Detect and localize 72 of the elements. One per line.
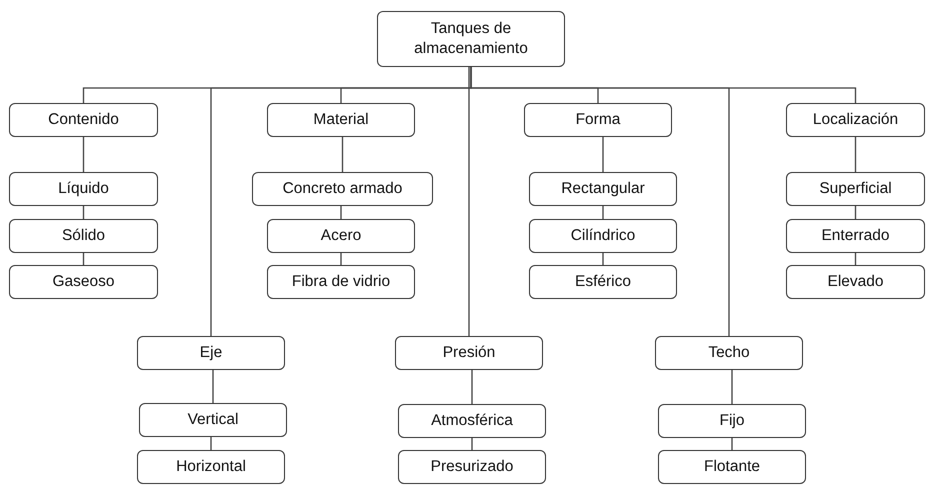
node-label: Concreto armado	[282, 178, 402, 199]
node-label: Material	[313, 110, 369, 130]
category-box	[9, 265, 158, 299]
node-label: Acero	[320, 226, 362, 246]
category-box	[658, 404, 806, 438]
node-label: Techo	[708, 342, 750, 363]
connector-line	[212, 370, 214, 403]
category-box	[529, 265, 677, 299]
category-box	[267, 265, 415, 299]
category-box	[398, 404, 546, 438]
category-box	[267, 103, 415, 137]
category-box	[267, 219, 415, 253]
node-label: Forma	[576, 110, 620, 130]
connector-line	[854, 206, 856, 219]
node-label: Líquido	[58, 178, 109, 199]
node-label: Contenido	[48, 110, 119, 130]
node-label: Rectangular	[561, 178, 645, 199]
category-box	[9, 172, 158, 206]
connector-line	[342, 137, 344, 172]
node-label: Vertical	[188, 410, 238, 430]
category-box	[395, 336, 543, 370]
node-label: Eje	[200, 342, 222, 363]
node-label: Cilíndrico	[570, 226, 636, 246]
node-label: Gaseoso	[52, 272, 115, 292]
node-label: Presurizado	[430, 456, 514, 477]
category-box	[398, 450, 546, 484]
node-label: Elevado	[827, 272, 884, 292]
connector-line	[602, 253, 604, 265]
connector-line	[82, 253, 84, 265]
connector-line	[340, 206, 342, 219]
connector-line	[731, 438, 733, 450]
node-label: Sólido	[62, 226, 106, 246]
category-box	[9, 103, 158, 137]
node-label: Atmosférica	[431, 410, 513, 431]
category-box	[529, 219, 677, 253]
category-box	[529, 172, 677, 206]
node-label: Fibra de vidrio	[292, 272, 390, 292]
root-box	[377, 11, 565, 67]
category-box	[786, 172, 925, 206]
connector-line	[340, 253, 342, 265]
node-label: Superficial	[819, 178, 892, 199]
node-label: Flotante	[704, 456, 760, 477]
connector-line	[82, 206, 84, 219]
category-box	[252, 172, 433, 206]
category-box	[658, 450, 806, 484]
category-box	[139, 403, 287, 437]
node-label: Tanques de almacenamiento	[413, 18, 529, 59]
connector-line	[82, 137, 84, 172]
node-label: Horizontal	[176, 456, 246, 477]
node-label: Esférico	[575, 272, 631, 292]
category-box	[786, 265, 925, 299]
category-box	[137, 336, 285, 370]
connector-line	[602, 137, 604, 172]
connector-line	[731, 370, 733, 404]
connector-line	[602, 206, 604, 219]
connector-line	[470, 67, 856, 103]
connector-line	[471, 438, 473, 450]
connector-line	[468, 67, 470, 336]
connector-line	[854, 137, 856, 172]
category-box	[524, 103, 672, 137]
category-box	[786, 103, 925, 137]
node-label: Enterrado	[821, 226, 890, 246]
node-label: Fijo	[720, 410, 744, 431]
category-box	[137, 450, 285, 484]
category-box	[9, 219, 158, 253]
node-label: Presión	[442, 342, 496, 363]
connector-line	[210, 437, 212, 450]
category-box	[786, 219, 925, 253]
connector-line	[471, 370, 473, 404]
connector-line	[854, 253, 856, 265]
node-label: Localización	[812, 110, 898, 130]
category-box	[655, 336, 803, 370]
